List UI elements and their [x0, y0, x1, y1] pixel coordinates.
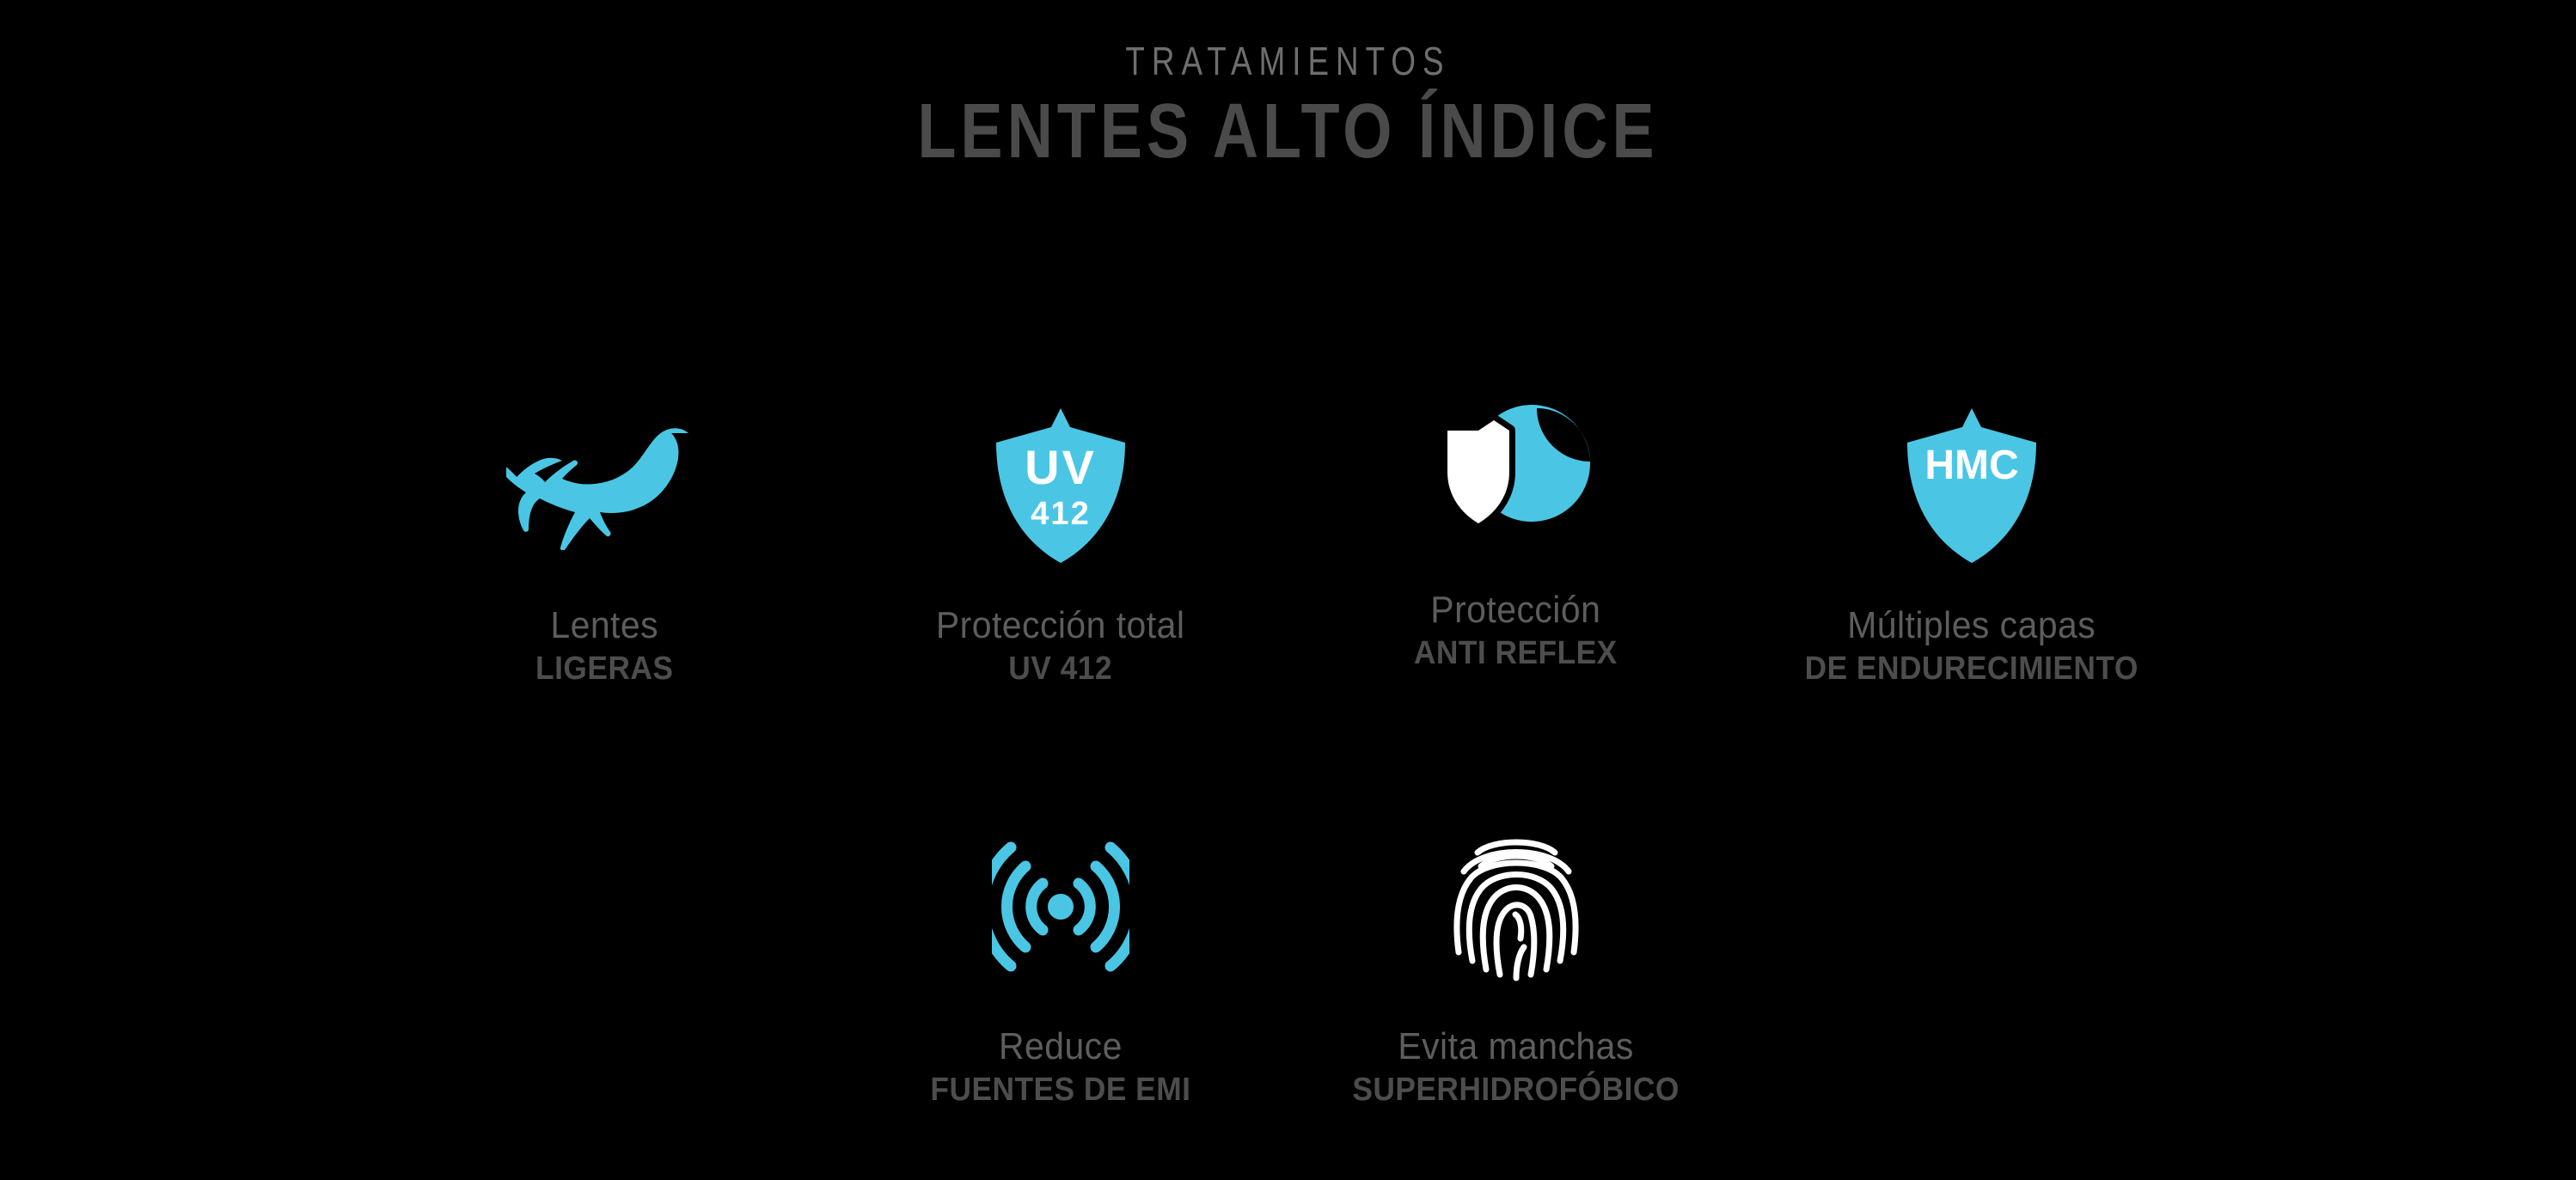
caption: Múltiples capas DE ENDURECIMIENTO	[1792, 605, 2151, 687]
shield-hmc-text: HMC	[1924, 443, 2018, 488]
shield-hmc-icon: HMC	[1906, 378, 2036, 593]
page-header: TRATAMIENTOS LENTES ALTO ÍNDICE	[0, 0, 2576, 170]
feature-anti-reflex: Protección ANTI REFLEX	[1288, 370, 1744, 687]
shield-uv-line1: UV	[1025, 440, 1097, 494]
caption-top: Evita manchas	[1398, 1025, 1634, 1067]
feature-reduce-emi: Reduce FUENTES DE EMI	[833, 799, 1288, 1108]
feature-superhidrofobico: Evita manchas SUPERHIDROFÓBICO	[1288, 799, 1744, 1108]
caption: Evita manchas SUPERHIDROFÓBICO	[1340, 1026, 1692, 1108]
caption-bottom: DE ENDURECIMIENTO	[1804, 650, 2139, 687]
caption-bottom: UV 412	[1008, 650, 1112, 687]
caption-top: Lentes	[550, 604, 659, 646]
caption-bottom: FUENTES DE EMI	[929, 1071, 1191, 1108]
caption-top: Protección total	[935, 604, 1185, 646]
feature-hmc: HMC Múltiples capas DE ENDURECIMIENTO	[1744, 378, 2200, 687]
caption-top: Reduce	[998, 1025, 1123, 1067]
feature-row-two: Reduce FUENTES DE EMI Evita	[0, 799, 2576, 1108]
page-title: LENTES ALTO ÍNDICE	[917, 89, 1659, 174]
caption: Reduce FUENTES DE EMI	[921, 1026, 1201, 1108]
emi-waves-icon	[991, 799, 1129, 1014]
feature-row-one: Lentes LIGERAS UV 412 Protección total U…	[0, 378, 2576, 687]
caption-top: Protección	[1430, 589, 1601, 631]
feature-proteccion-uv: UV 412 Protección total UV 412	[833, 378, 1288, 687]
caption-top: Múltiples capas	[1846, 604, 2096, 646]
caption: Protección ANTI REFLEX	[1406, 590, 1625, 671]
feature-lentes-ligeras: Lentes LIGERAS	[377, 378, 833, 687]
caption-bottom: LIGERAS	[535, 650, 674, 687]
shield-uv-line2: 412	[1031, 496, 1090, 532]
caption-bottom: SUPERHIDROFÓBICO	[1352, 1071, 1680, 1108]
feather-icon	[505, 378, 704, 593]
caption: Lentes LIGERAS	[530, 605, 678, 687]
caption: Protección total UV 412	[927, 605, 1194, 687]
eyebrow-text: TRATAMIENTOS	[1125, 39, 1451, 83]
fingerprint-icon	[1452, 799, 1581, 1014]
shield-uv-icon: UV 412	[995, 378, 1125, 593]
caption-bottom: ANTI REFLEX	[1414, 634, 1618, 671]
anti-reflex-icon	[1430, 370, 1602, 584]
